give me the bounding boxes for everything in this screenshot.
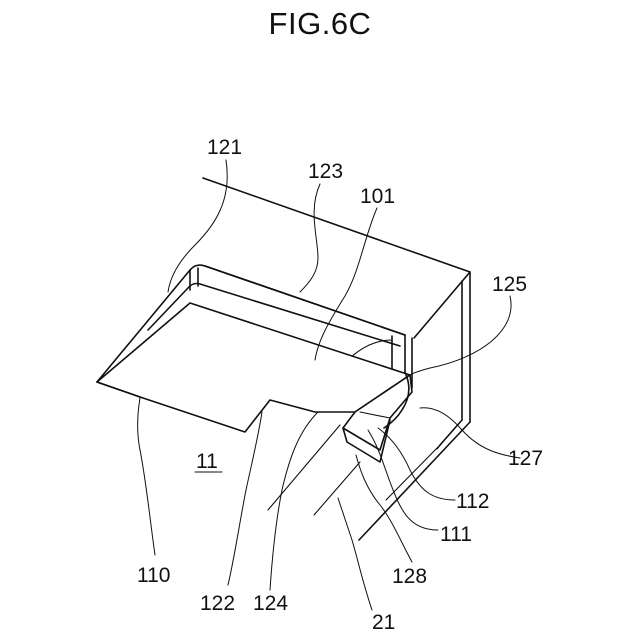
leader-125 bbox=[405, 296, 511, 378]
label-123: 123 bbox=[308, 160, 343, 183]
label-111: 111 bbox=[440, 523, 472, 546]
label-121: 121 bbox=[207, 136, 242, 159]
label-21: 21 bbox=[372, 611, 395, 634]
label-101: 101 bbox=[360, 185, 395, 208]
label-124: 124 bbox=[253, 592, 288, 615]
label-122: 122 bbox=[200, 592, 235, 615]
leader-110 bbox=[138, 398, 155, 555]
label-110: 110 bbox=[137, 564, 170, 587]
leader-123 bbox=[300, 184, 320, 292]
label-125: 125 bbox=[492, 273, 527, 296]
leader-21 bbox=[338, 498, 372, 610]
base-foot-line bbox=[437, 443, 442, 449]
leader-122 bbox=[228, 412, 262, 585]
label-127: 127 bbox=[508, 447, 543, 470]
leader-101 bbox=[315, 208, 377, 360]
housing-lower-front-edge bbox=[314, 462, 360, 515]
leader-128 bbox=[356, 455, 412, 562]
label-112: 112 bbox=[456, 490, 489, 513]
leader-124 bbox=[270, 412, 318, 590]
label-128: 128 bbox=[392, 565, 427, 588]
label-11: 11 bbox=[196, 450, 218, 473]
guide-curved-lip bbox=[350, 340, 392, 358]
leader-112 bbox=[378, 428, 455, 500]
